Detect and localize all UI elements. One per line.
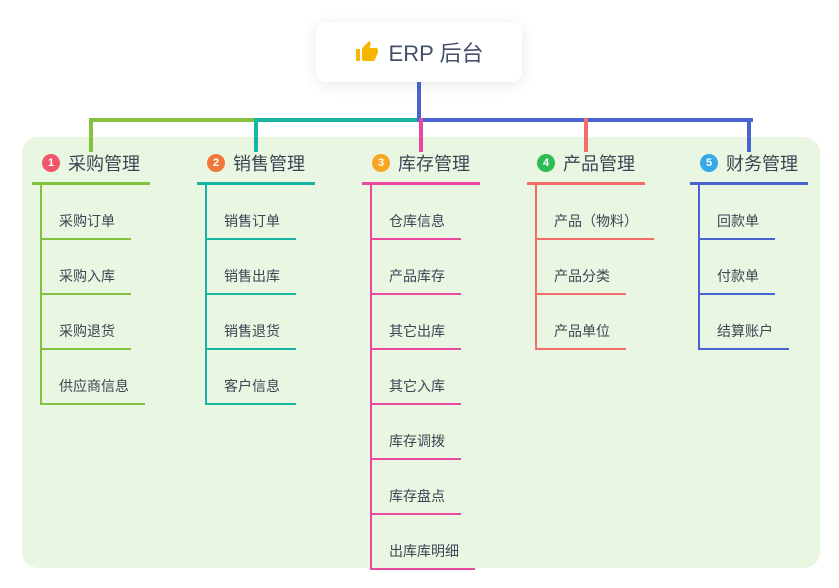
branch-header[interactable]: 1 采购管理 [32, 147, 150, 185]
child-node[interactable]: 其它出库 [372, 295, 461, 350]
thumbs-up-icon [355, 40, 379, 64]
branch-children: 销售订单销售出库销售退货客户信息 [205, 185, 347, 405]
child-node[interactable]: 结算账户 [700, 295, 789, 350]
branch-index-badge: 3 [372, 154, 390, 172]
child-node[interactable]: 客户信息 [207, 350, 296, 405]
child-node[interactable]: 销售出库 [207, 240, 296, 295]
child-node[interactable]: 产品（物料） [537, 185, 654, 240]
child-node[interactable]: 采购订单 [42, 185, 131, 240]
thumbs-up-path [355, 41, 378, 61]
branch-header[interactable]: 2 销售管理 [197, 147, 315, 185]
trunk-line [417, 82, 421, 122]
branch-3: 3 库存管理仓库信息产品库存其它出库其它入库库存调拨库存盘点出库库明细 [362, 147, 512, 570]
branch-index-badge: 5 [700, 154, 718, 172]
mindmap-canvas [22, 137, 820, 568]
child-node[interactable]: 仓库信息 [372, 185, 461, 240]
branch-drop-line-4 [584, 118, 588, 152]
branch-label: 产品管理 [563, 154, 635, 174]
child-node[interactable]: 供应商信息 [42, 350, 145, 405]
branch-label: 库存管理 [398, 154, 470, 174]
branch-index-badge: 1 [42, 154, 60, 172]
branch-label: 采购管理 [68, 154, 140, 174]
branch-1: 1 采购管理采购订单采购入库采购退货供应商信息 [32, 147, 182, 405]
branch-label: 销售管理 [233, 154, 305, 174]
child-node[interactable]: 采购退货 [42, 295, 131, 350]
branch-header[interactable]: 3 库存管理 [362, 147, 480, 185]
thumbs-up-svg [355, 41, 378, 61]
branch-children: 产品（物料）产品分类产品单位 [535, 185, 677, 350]
root-node-label: ERP 后台 [388, 41, 484, 66]
branch-drop-line-5 [747, 118, 751, 152]
child-node[interactable]: 回款单 [700, 185, 775, 240]
branch-index-badge: 2 [207, 154, 225, 172]
child-node[interactable]: 库存调拨 [372, 405, 461, 460]
child-node[interactable]: 产品单位 [537, 295, 626, 350]
branch-5: 5 财务管理回款单付款单结算账户 [690, 147, 839, 350]
child-node[interactable]: 出库库明细 [372, 515, 475, 570]
child-node[interactable]: 采购入库 [42, 240, 131, 295]
child-node[interactable]: 产品库存 [372, 240, 461, 295]
branch-children: 采购订单采购入库采购退货供应商信息 [40, 185, 182, 405]
root-node[interactable]: ERP 后台 [316, 22, 522, 82]
child-node[interactable]: 销售退货 [207, 295, 296, 350]
bus-segment-2 [254, 118, 419, 122]
child-node[interactable]: 付款单 [700, 240, 775, 295]
branch-drop-line-2 [254, 118, 258, 152]
branch-index-badge: 4 [537, 154, 555, 172]
branch-drop-line-1 [89, 118, 93, 152]
branch-header[interactable]: 4 产品管理 [527, 147, 645, 185]
branch-children: 仓库信息产品库存其它出库其它入库库存调拨库存盘点出库库明细 [370, 185, 512, 570]
branch-label: 财务管理 [726, 154, 798, 174]
child-node[interactable]: 产品分类 [537, 240, 626, 295]
branch-children: 回款单付款单结算账户 [698, 185, 839, 350]
branch-header[interactable]: 5 财务管理 [690, 147, 808, 185]
bus-segment-1 [89, 118, 254, 122]
branch-4: 4 产品管理产品（物料）产品分类产品单位 [527, 147, 677, 350]
child-node[interactable]: 销售订单 [207, 185, 296, 240]
branch-drop-line-3 [419, 118, 423, 152]
branch-2: 2 销售管理销售订单销售出库销售退货客户信息 [197, 147, 347, 405]
child-node[interactable]: 库存盘点 [372, 460, 461, 515]
child-node[interactable]: 其它入库 [372, 350, 461, 405]
